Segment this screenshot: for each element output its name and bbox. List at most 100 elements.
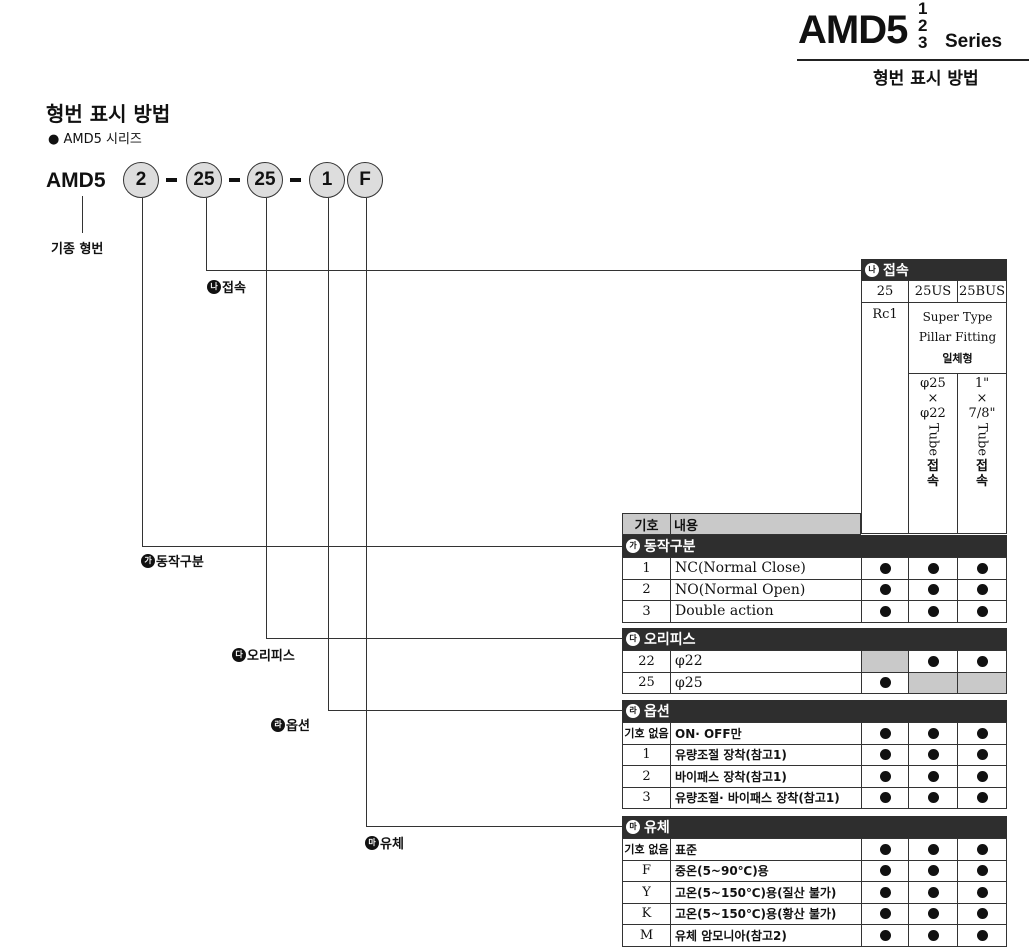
table-row-content: ON· OFF만	[670, 722, 862, 745]
table-header-code: 기호	[622, 513, 671, 535]
model-base: AMD5	[46, 169, 106, 192]
badge-icon: 마	[626, 820, 640, 834]
badge-icon: 마	[365, 835, 379, 850]
table-cell-unavailable	[908, 671, 958, 694]
table-cell-available	[908, 838, 958, 861]
connector-line	[82, 196, 83, 233]
filled-dot-icon	[927, 770, 939, 782]
header-rule	[797, 59, 1029, 61]
connector-line	[142, 546, 622, 547]
series-title: AMD5	[798, 8, 908, 52]
filled-dot-icon	[976, 929, 988, 941]
table-row-code: 2	[622, 765, 671, 788]
table-row-code: 기호 없음	[622, 722, 671, 745]
table-cell-available	[908, 859, 958, 882]
table-cell-available	[957, 557, 1007, 580]
filled-dot-icon	[927, 908, 939, 920]
filled-dot-icon	[927, 929, 939, 941]
label-na: 나 접속	[207, 277, 246, 296]
table-row-code: 3	[622, 600, 671, 623]
table-row-code: 3	[622, 786, 671, 809]
connection-col3-text: 1" × 7/8" Tube 접 속	[968, 376, 996, 489]
connector-line	[366, 826, 622, 827]
filled-dot-icon	[976, 584, 988, 596]
table-cell-available	[861, 786, 909, 809]
code-dash	[290, 178, 301, 182]
badge-icon: 다	[232, 647, 246, 662]
table-cell-available	[861, 881, 909, 904]
label-ra: 라 옵션	[271, 715, 310, 734]
table-cell-available	[957, 924, 1007, 947]
table-row-code: 1	[622, 557, 671, 580]
table-cell-available	[861, 578, 909, 601]
table-row-content: 고온(5~150℃)용(황산 불가)	[670, 902, 862, 925]
filled-dot-icon	[927, 749, 939, 761]
filled-dot-icon	[976, 865, 988, 877]
table-cell-available	[908, 743, 958, 766]
table-cell-available	[957, 600, 1007, 623]
connector-line	[206, 270, 862, 271]
table-cell-available	[908, 902, 958, 925]
connection-col3-cell	[957, 373, 1007, 534]
filled-dot-icon	[927, 584, 939, 596]
code-dash	[229, 178, 240, 182]
badge-icon: 가	[626, 539, 640, 553]
table-row-code: K	[622, 902, 671, 925]
filled-dot-icon	[976, 727, 988, 739]
filled-dot-icon	[976, 843, 988, 855]
connection-col-25us: 25US	[908, 280, 958, 303]
badge-icon: 다	[626, 632, 640, 646]
code-circle-ma: F	[347, 162, 383, 198]
connector-line	[366, 198, 367, 826]
series-sup-1: 1	[918, 0, 928, 18]
connection-col-25: 25	[861, 280, 909, 303]
table-row-code: 22	[622, 650, 671, 673]
connection-title-bar: 나 접속	[861, 259, 1007, 280]
filled-dot-icon	[879, 792, 891, 804]
table-row-content: 유량조절 장착(참고1)	[670, 743, 862, 766]
table-cell-available	[861, 765, 909, 788]
label-da: 다 오리피스	[232, 645, 295, 664]
filled-dot-icon	[927, 727, 939, 739]
connection-col-25bus: 25BUS	[957, 280, 1007, 303]
connector-line	[142, 198, 143, 546]
filled-dot-icon	[879, 605, 891, 617]
table-row-content: NO(Normal Open)	[670, 578, 862, 601]
label-ga: 가 동작구분	[141, 551, 204, 570]
code-circle-ga: 2	[123, 162, 159, 198]
filled-dot-icon	[927, 865, 939, 877]
table-cell-available	[957, 902, 1007, 925]
table-row-content: φ25	[670, 671, 862, 694]
code-circle-da: 25	[247, 162, 283, 198]
table-cell-available	[908, 722, 958, 745]
series-sup-3: 3	[918, 33, 928, 52]
filled-dot-icon	[879, 584, 891, 596]
table-cell-available	[861, 838, 909, 861]
table-row-content: 표준	[670, 838, 862, 861]
series-sup-2: 2	[918, 16, 928, 35]
table-cell-available	[861, 600, 909, 623]
section-bullet: ● AMD5 시리즈	[48, 132, 142, 147]
table-row-content: 유량조절· 바이패스 장착(참고1)	[670, 786, 862, 809]
header-subtitle: 형번 표시 방법	[873, 69, 979, 89]
table-cell-available	[861, 743, 909, 766]
table-row-content: 유체 암모니아(참고2)	[670, 924, 862, 947]
table-cell-available	[908, 557, 958, 580]
code-dash	[166, 178, 177, 182]
table-cell-available	[861, 557, 909, 580]
table-cell-unavailable	[957, 671, 1007, 694]
badge-icon: 라	[626, 704, 640, 718]
filled-dot-icon	[976, 792, 988, 804]
table-row-code: 25	[622, 671, 671, 694]
badge-icon: 나	[865, 262, 879, 277]
table-cell-available	[908, 881, 958, 904]
table-cell-available	[908, 650, 958, 673]
table-cell-available	[861, 671, 909, 694]
filled-dot-icon	[976, 908, 988, 920]
label-ma: 마 유체	[365, 833, 404, 852]
badge-icon: 나	[207, 279, 221, 294]
connection-col2-cell	[908, 373, 958, 534]
filled-dot-icon	[927, 562, 939, 574]
